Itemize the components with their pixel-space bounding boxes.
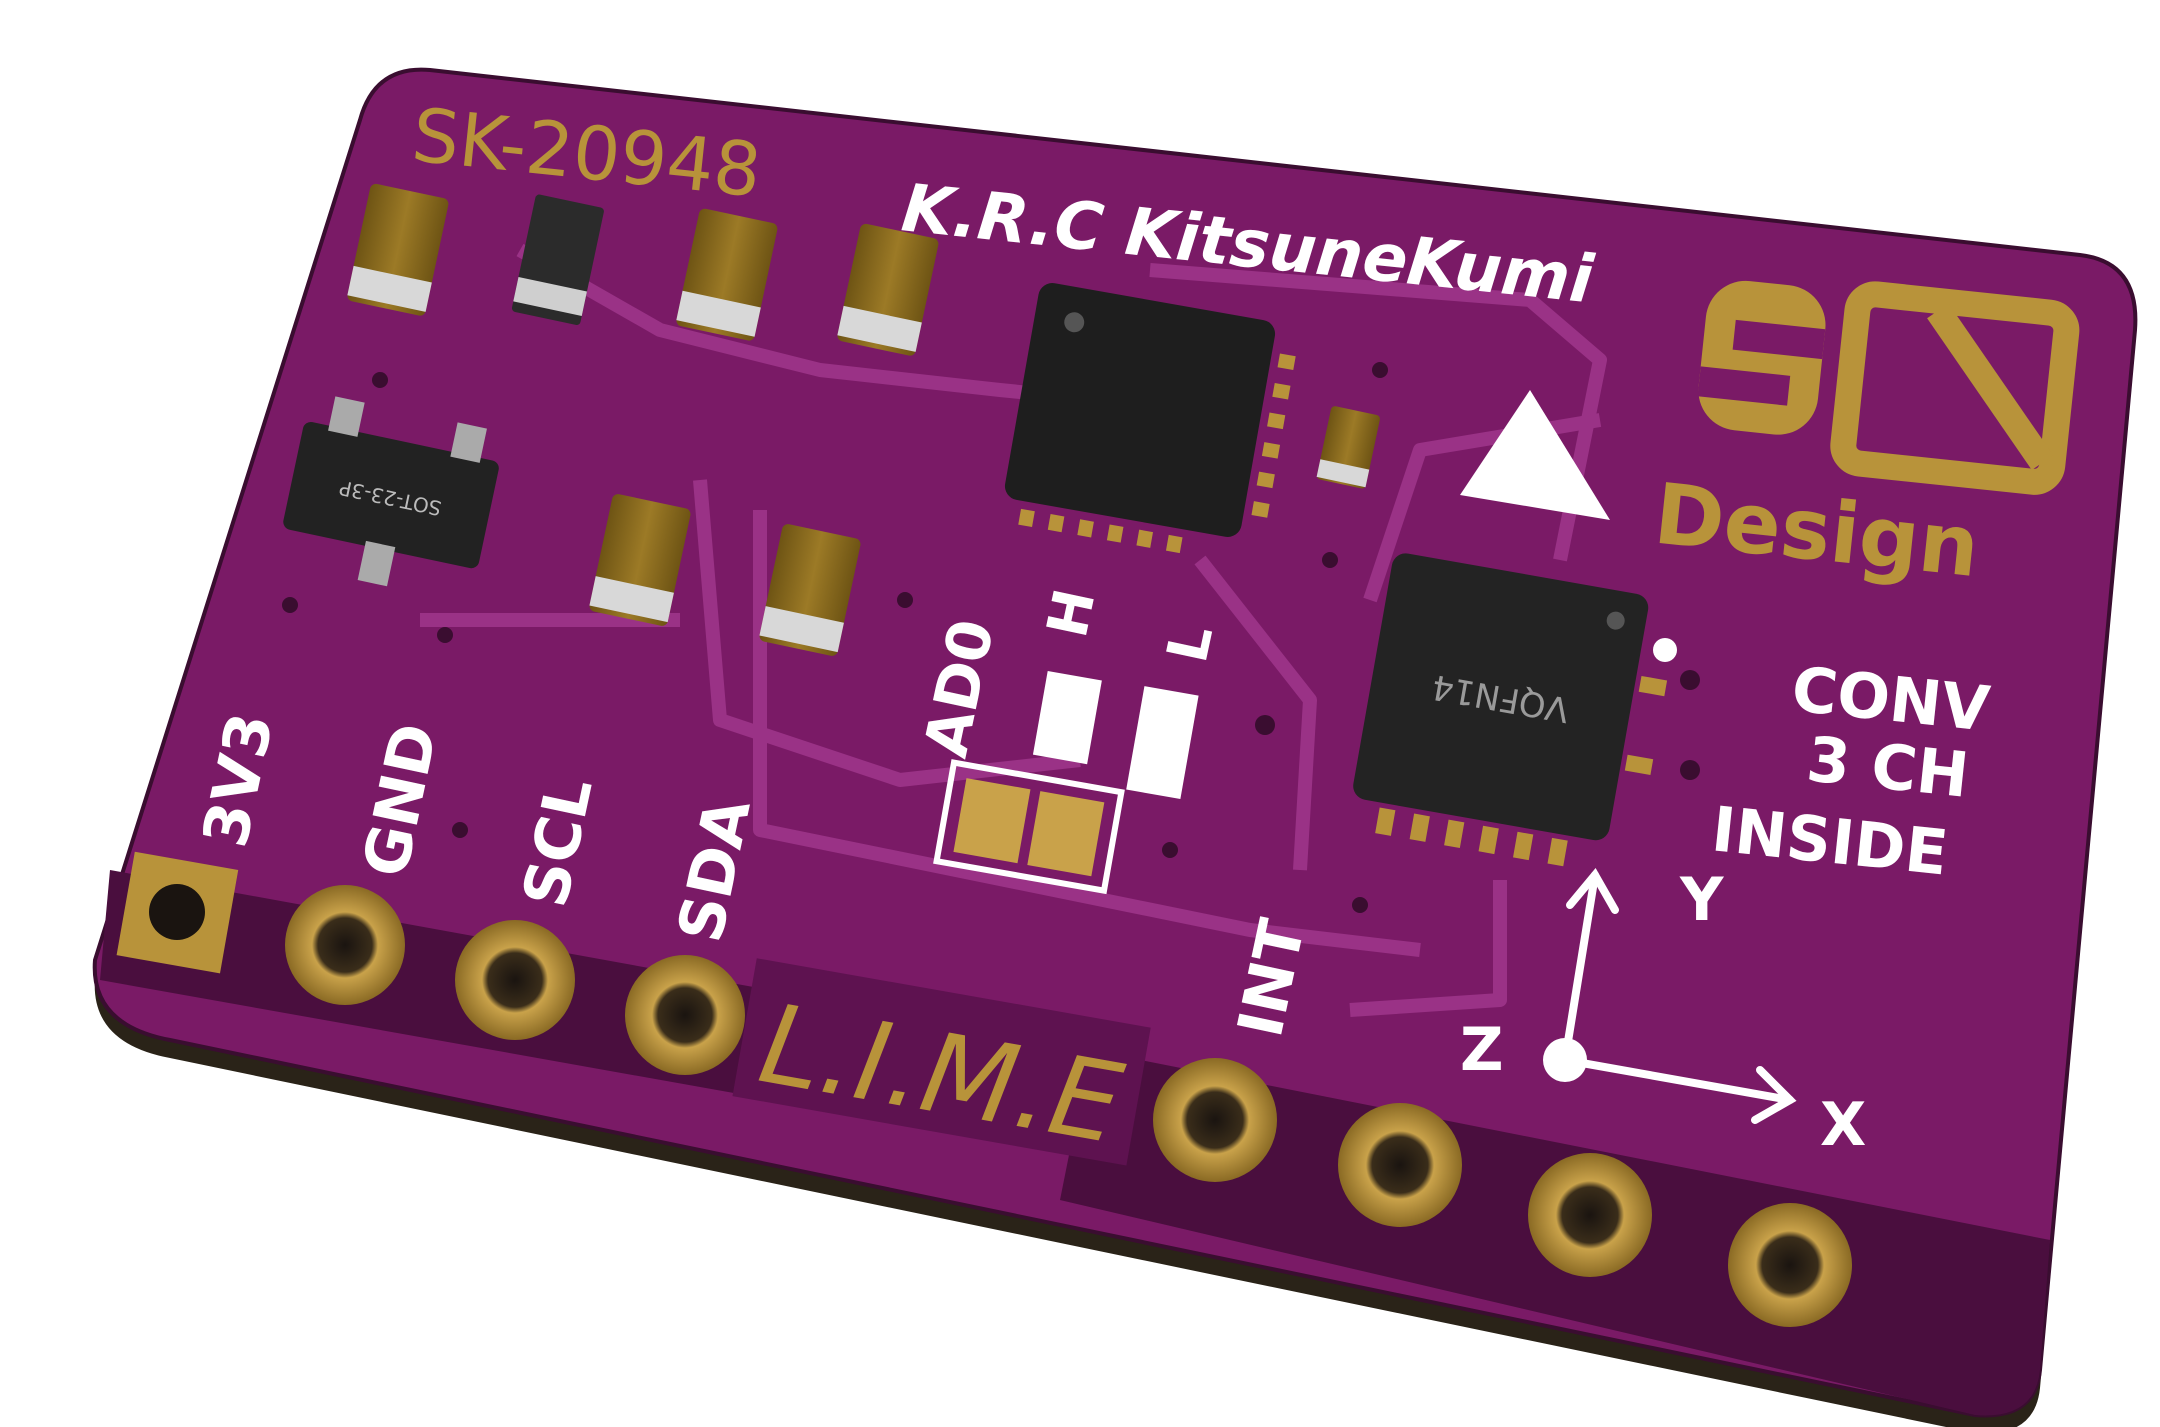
pin-header-icon — [1728, 1203, 1852, 1327]
logo-k-block — [1830, 281, 2080, 495]
pin1-marker — [1653, 638, 1677, 662]
vias — [282, 362, 1700, 913]
feature-line: 3 CH — [1803, 722, 1972, 812]
triangle-orientation-icon — [1460, 390, 1610, 520]
axis-label-y: Y — [1679, 865, 1725, 935]
pin-header-icon — [1528, 1153, 1652, 1277]
board-top — [92, 67, 2138, 1418]
pin-header-left — [116, 851, 745, 1075]
brand-logo: Design — [1650, 280, 2080, 596]
capacitor-row-top — [347, 183, 1380, 489]
pin-header-icon — [625, 955, 745, 1075]
axis-origin — [1543, 1038, 1587, 1082]
axis-label-z: Z — [1460, 1015, 1504, 1085]
axis-icon — [1561, 868, 1797, 1124]
regulator-chip: SOT-23-3P — [283, 396, 499, 587]
logo-s-block — [1698, 280, 1826, 435]
traces — [420, 243, 1607, 1017]
pin-header-icon — [285, 885, 405, 1005]
pin-header-right — [1153, 1058, 1852, 1327]
sensor-chip: VQFN14 — [1353, 553, 1668, 867]
imu-chip — [1004, 283, 1296, 554]
header-strip-left — [100, 870, 770, 1095]
solder-pad-left — [953, 778, 1031, 864]
pin-header-icon — [455, 920, 575, 1040]
pin-header-icon — [1153, 1058, 1277, 1182]
axis-label-x: X — [1820, 1090, 1866, 1160]
pin-header-icon — [1338, 1103, 1462, 1227]
capacitor-row-middle — [589, 494, 861, 656]
solder-pad-right — [1027, 791, 1105, 877]
